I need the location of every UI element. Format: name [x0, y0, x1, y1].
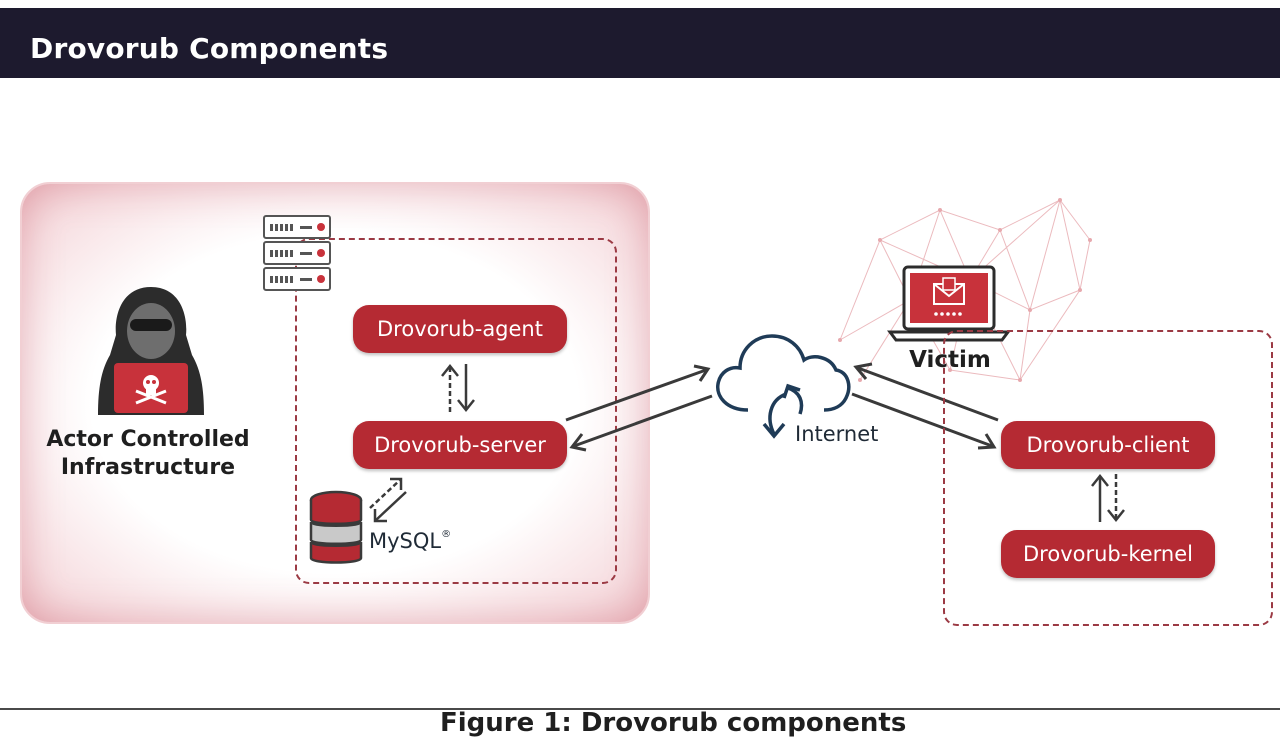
mysql-label: MySQL®: [369, 529, 452, 553]
cloud-icon: [716, 334, 851, 439]
page-title: Drovorub Components: [30, 32, 389, 65]
internet-label: Internet: [795, 422, 879, 446]
server-dashed-box: [295, 238, 617, 584]
hacker-icon: [98, 287, 204, 415]
client-kernel-arrows: [1091, 473, 1125, 523]
agent-server-arrows: [441, 363, 475, 413]
figure-caption: Figure 1: Drovorub components: [440, 708, 907, 738]
victim-dashed-box: [943, 330, 1273, 626]
server-internet-arrows: [565, 364, 713, 452]
victim-label: Victim: [909, 347, 991, 373]
drovorub-client-node: Drovorub-client: [1001, 421, 1215, 469]
victim-laptop-icon: [887, 265, 1011, 342]
database-icon: [309, 490, 363, 564]
internet-client-arrows: [851, 362, 999, 450]
actor-controlled-infrastructure-label: Actor Controlled Infrastructure: [46, 427, 250, 480]
skull-laptop-icon: [114, 363, 188, 413]
server-rack-icon: [263, 215, 331, 291]
footer-rule: [0, 708, 1280, 710]
drovorub-kernel-node: Drovorub-kernel: [1001, 530, 1215, 578]
database-server-arrows: [369, 477, 407, 523]
header-bar: Drovorub Components: [0, 8, 1280, 78]
drovorub-agent-node: Drovorub-agent: [353, 305, 567, 353]
drovorub-server-node: Drovorub-server: [353, 421, 567, 469]
